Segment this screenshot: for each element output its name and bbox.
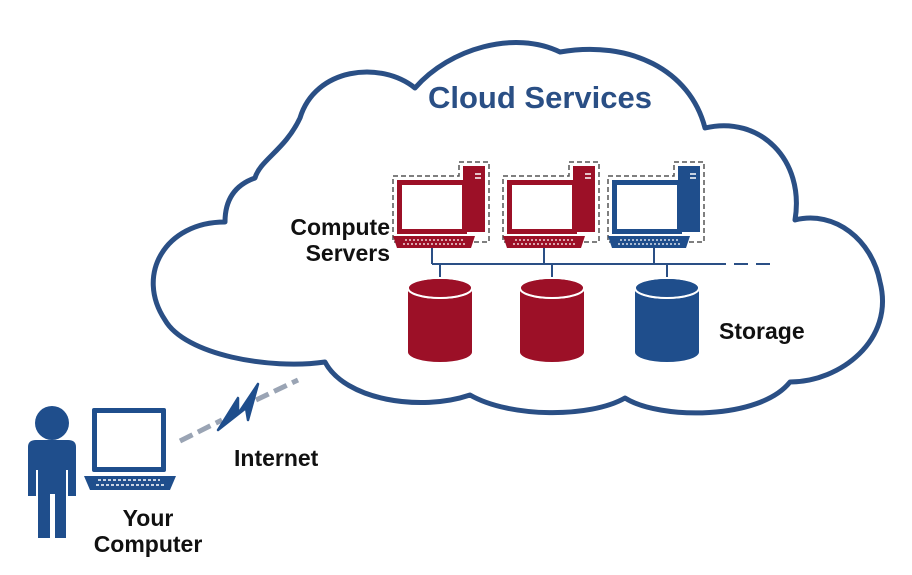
server-icon: [607, 161, 705, 248]
your-computer-label-line1: Your: [122, 505, 174, 531]
person-icon: [28, 406, 76, 538]
database-icon: [519, 277, 585, 362]
compute-label-line2: Servers: [305, 240, 390, 267]
internet-link: [178, 377, 300, 444]
database-icon: [634, 277, 700, 362]
laptop-icon: [84, 408, 176, 490]
network-bus: [431, 248, 770, 282]
storage-label: Storage: [719, 318, 805, 344]
your-computer-label: Your Computer: [68, 505, 228, 558]
storage-units: [407, 277, 700, 362]
database-icon: [407, 277, 473, 362]
lightning-icon: [216, 382, 260, 432]
compute-label-line1: Compute: [290, 214, 390, 240]
internet-label: Internet: [234, 445, 319, 471]
server-icon: [502, 161, 600, 248]
server-icon: [392, 161, 490, 248]
compute-servers: [392, 161, 705, 248]
diagram-title: Cloud Services: [428, 80, 652, 115]
your-computer-label-line2: Computer: [93, 531, 203, 558]
compute-servers-label: Compute Servers: [262, 214, 390, 267]
